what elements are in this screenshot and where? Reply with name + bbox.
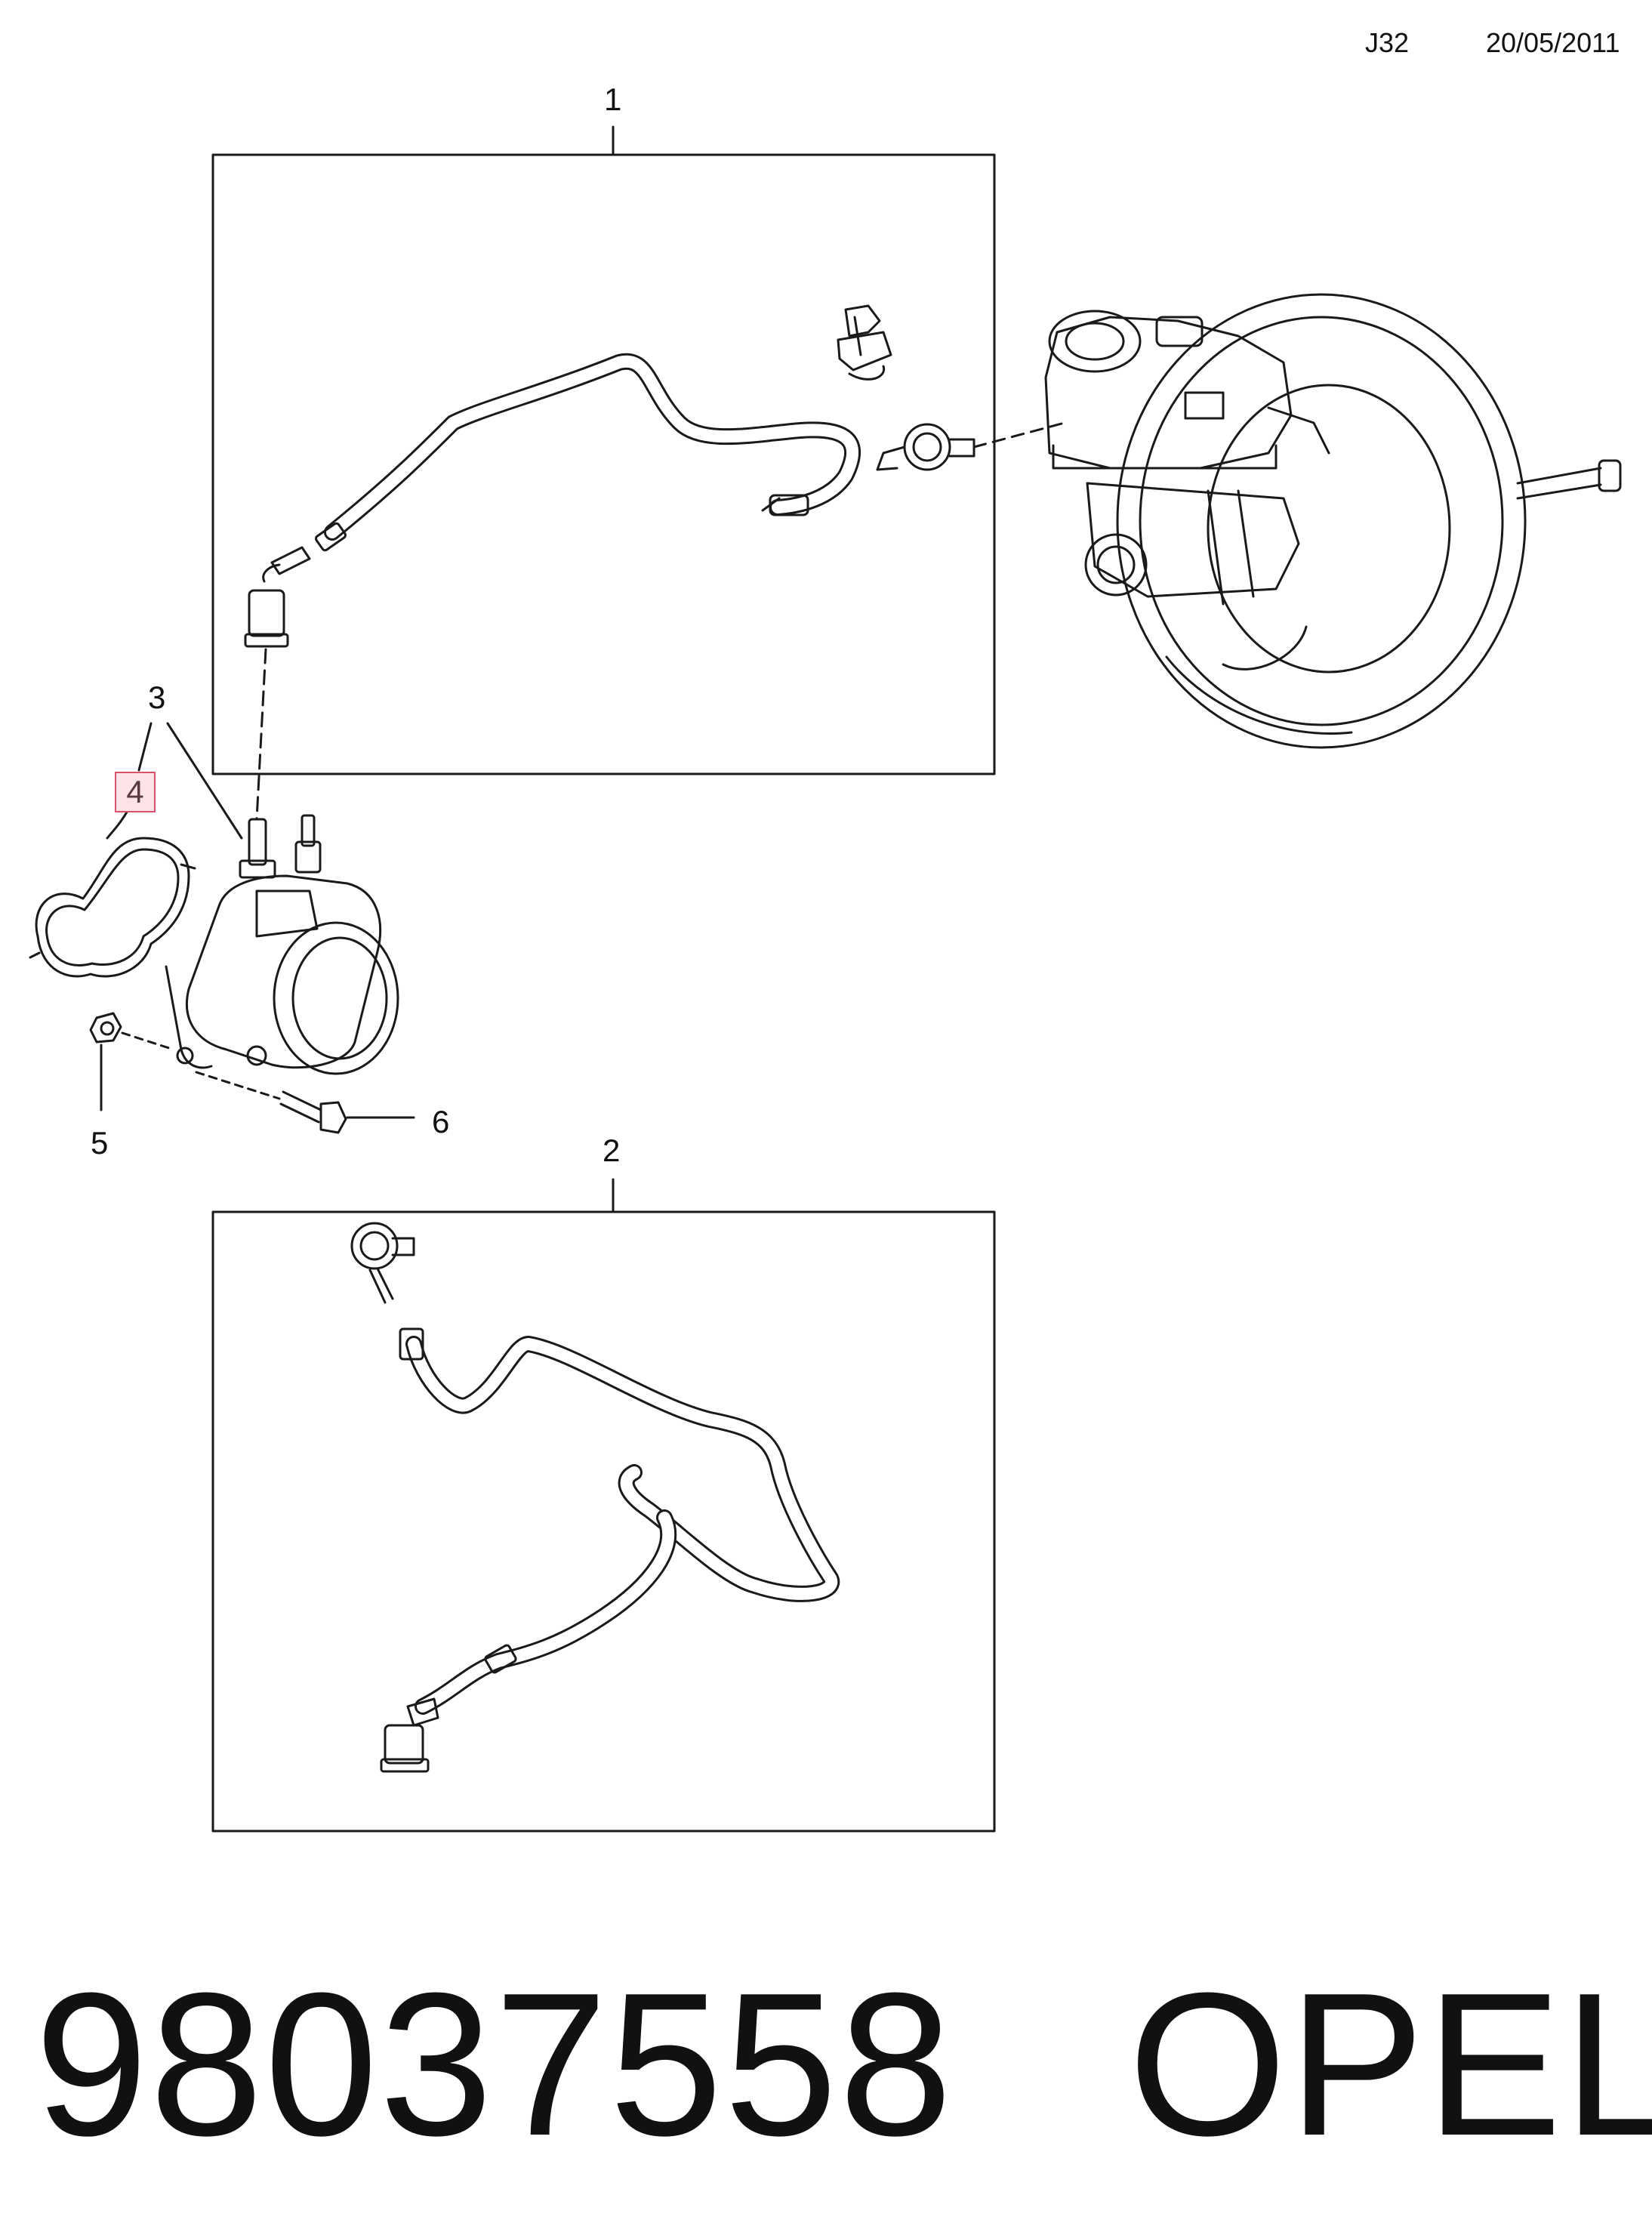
leader-3 bbox=[168, 723, 242, 838]
diagram-code: J32 bbox=[1365, 27, 1410, 58]
brand-name: OPEL bbox=[1128, 1951, 1652, 2178]
callout-6: 6 bbox=[432, 1104, 450, 1139]
bolt-part-6 bbox=[196, 1072, 414, 1133]
callout-5: 5 bbox=[91, 1125, 109, 1161]
frame-assembly-2 bbox=[213, 1212, 994, 1831]
hose-clip bbox=[838, 306, 891, 379]
vacuum-hose-2 bbox=[352, 1223, 831, 1771]
part-number: 98037558 bbox=[35, 1951, 954, 2178]
vacuum-pump-part-3 bbox=[166, 815, 398, 1074]
master-cylinder bbox=[1046, 311, 1329, 604]
leader-4a bbox=[139, 723, 151, 770]
footer-part-info: 98037558 OPEL bbox=[35, 1963, 1652, 2167]
frame-assembly-1 bbox=[213, 155, 994, 774]
diagram-date: 20/05/2011 bbox=[1486, 27, 1620, 58]
dashed-link-pump bbox=[257, 649, 266, 819]
callout-2: 2 bbox=[603, 1133, 621, 1168]
brake-booster bbox=[1117, 294, 1620, 748]
nut-part-5 bbox=[91, 1013, 174, 1110]
leader-4b bbox=[107, 809, 128, 838]
check-valve bbox=[877, 423, 1065, 470]
callout-1: 1 bbox=[604, 82, 622, 117]
callout-3: 3 bbox=[148, 680, 166, 715]
vacuum-hose-1 bbox=[245, 362, 852, 646]
gasket-part-4 bbox=[30, 838, 195, 976]
callout-4-highlighted[interactable]: 4 bbox=[115, 772, 156, 812]
